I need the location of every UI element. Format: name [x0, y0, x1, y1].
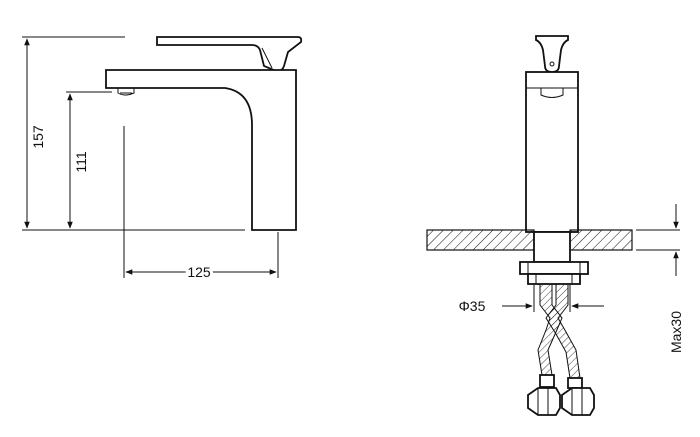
side-handle-lever — [156, 36, 303, 73]
deck-left — [426, 229, 535, 251]
deck-right — [569, 229, 633, 251]
front-handle-knob — [535, 35, 569, 73]
side-faucet-body — [105, 69, 297, 231]
hose-nut-right — [561, 387, 595, 416]
label-overall-height: 157 — [30, 125, 46, 149]
side-view: 157 111 125 — [22, 36, 303, 283]
mounting-shank — [533, 231, 571, 263]
label-hole-diameter: Φ35 — [459, 298, 486, 314]
label-spout-height: 111 — [73, 151, 89, 172]
mounting-nut — [519, 261, 589, 275]
front-view: Φ35 Max30 — [426, 35, 684, 416]
label-deck-thickness: Max30 — [668, 311, 684, 353]
side-aerator — [117, 88, 135, 96]
label-spout-reach: 125 — [187, 264, 211, 280]
hose-nut-left — [527, 387, 561, 416]
front-faucet-body — [525, 71, 579, 233]
